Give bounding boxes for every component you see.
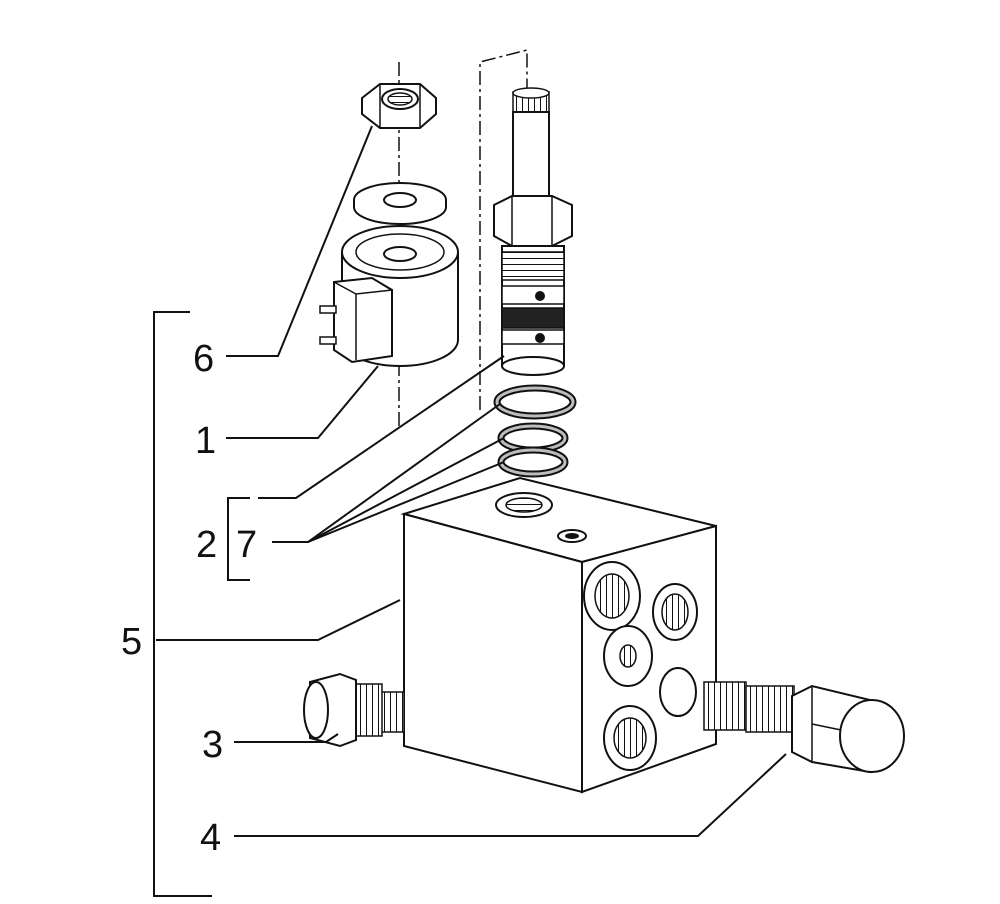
callout-labels: 6 1 2 7 5 3 4 (121, 338, 257, 859)
valve-block (400, 476, 717, 794)
bracket-2-7 (227, 497, 250, 581)
bracket-5 (153, 311, 212, 897)
washer (353, 182, 447, 225)
callout-2: 2 (196, 524, 217, 566)
callout-3: 3 (202, 724, 223, 766)
callout-6: 6 (193, 338, 214, 380)
cartridge-valve (493, 87, 573, 376)
callout-4: 4 (200, 817, 221, 859)
hex-nut (361, 83, 437, 129)
right-relief-valve (703, 681, 905, 774)
leader-lines (156, 125, 787, 837)
callout-7: 7 (236, 524, 257, 566)
callout-1: 1 (195, 420, 216, 462)
solenoid-coil (319, 225, 459, 367)
o-rings (493, 384, 577, 478)
callout-5: 5 (121, 621, 142, 663)
left-plug (303, 672, 405, 748)
